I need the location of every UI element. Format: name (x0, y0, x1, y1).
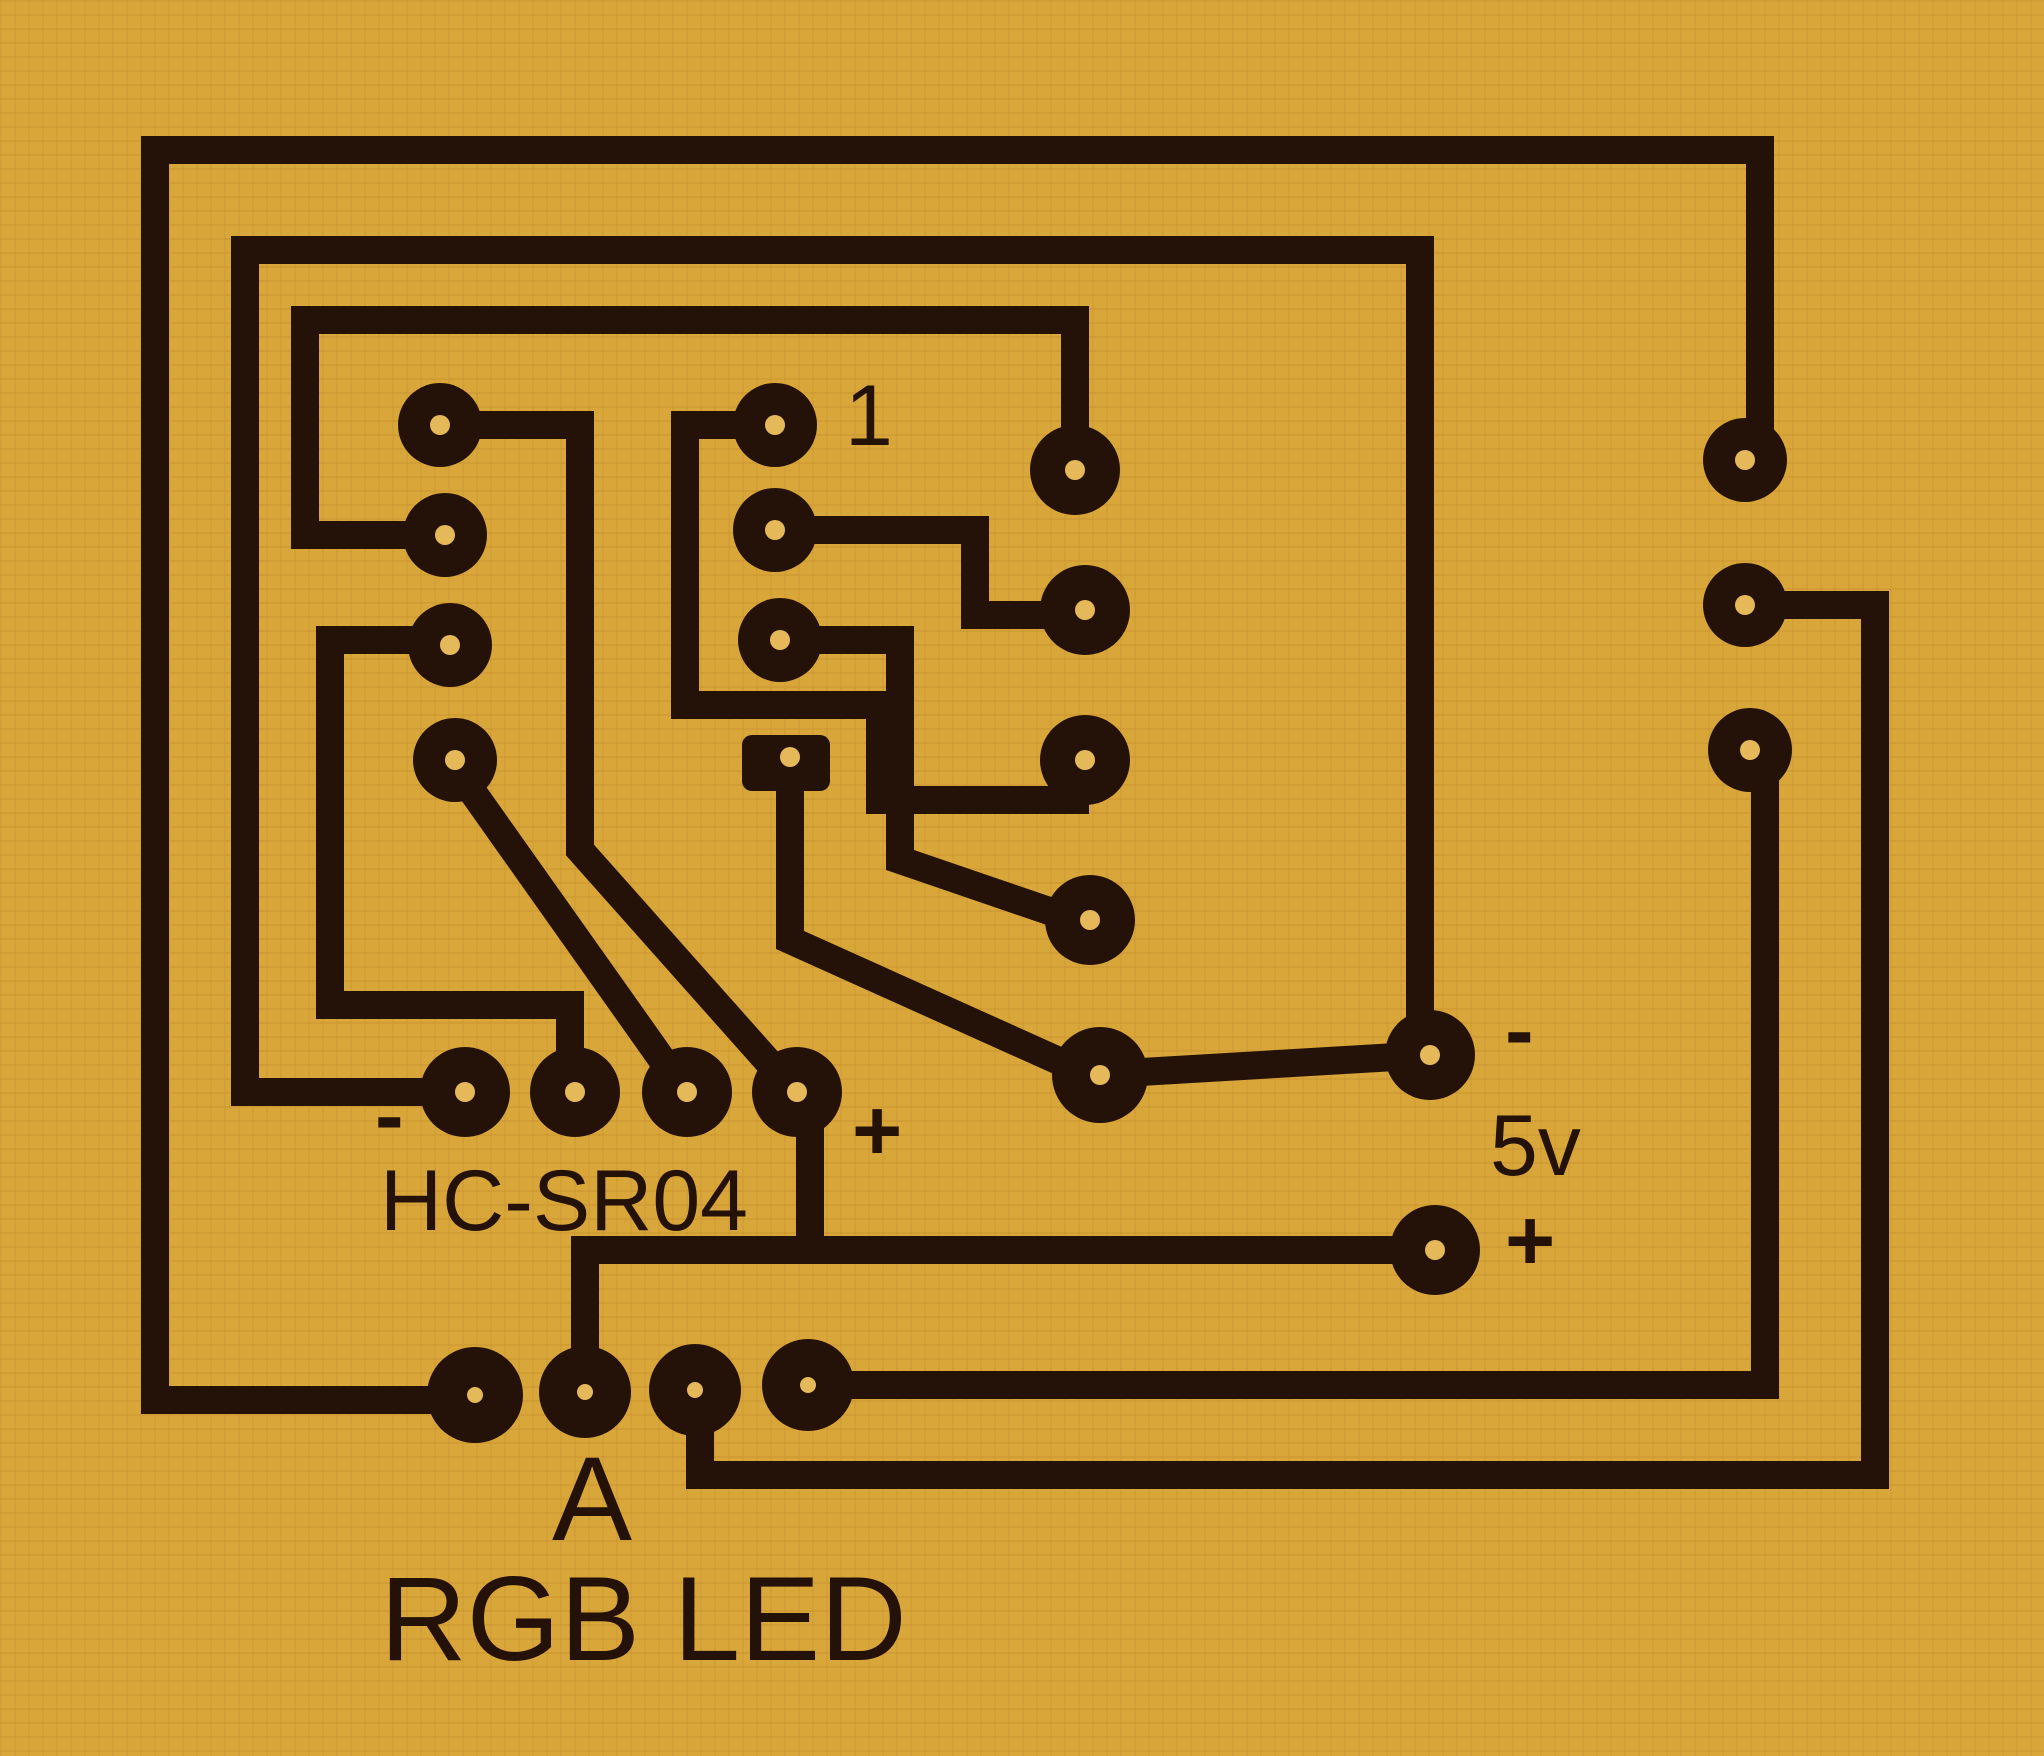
pad (398, 383, 482, 467)
pad (752, 1047, 842, 1137)
trace-vcc-diagonal (431, 411, 815, 1112)
trace-led-blue (786, 736, 1779, 1399)
pads-left-column (398, 383, 497, 802)
led-label: RGB LED (380, 1552, 907, 1686)
trace-ic-pin3 (761, 626, 1108, 943)
trace-echo (316, 626, 584, 1106)
pad (1030, 425, 1120, 515)
pad (1040, 715, 1130, 805)
pad-pin-1 (733, 383, 817, 467)
traces (141, 136, 1889, 1489)
sensor-plus-label: + (852, 1083, 902, 1179)
pad (1703, 563, 1787, 647)
supply-minus-label: - (1505, 983, 1534, 1079)
supply-plus-label: + (1505, 1193, 1555, 1289)
pad (403, 493, 487, 577)
pads-ic-right (1030, 425, 1135, 965)
trace-ic-pin4 (776, 746, 1445, 1090)
pads-hc-sr04 (420, 1047, 842, 1137)
pad-supply-minus (1385, 1010, 1475, 1100)
trace-outer-loop (141, 136, 1774, 1414)
pin-one-label: 1 (845, 368, 893, 464)
pad-supply-plus (1390, 1205, 1480, 1295)
led-common-label: A (552, 1432, 632, 1566)
pad (733, 488, 817, 572)
pad (1708, 708, 1792, 792)
pad (1052, 1027, 1148, 1123)
pads-rgb-led (427, 1339, 854, 1443)
trace-third-loop (291, 306, 1089, 549)
pad (530, 1047, 620, 1137)
trace-second-loop (231, 236, 1434, 1106)
supply-voltage-label: 5v (1490, 1098, 1581, 1194)
pad (420, 1047, 510, 1137)
sensor-minus-label: - (375, 1068, 404, 1164)
trace-led-green (686, 591, 1889, 1489)
pad (738, 598, 822, 682)
sensor-label: HC-SR04 (380, 1153, 748, 1249)
pad (1045, 875, 1135, 965)
pad-led-anode (539, 1346, 631, 1438)
pads-supply (1052, 1010, 1480, 1295)
pad (427, 1347, 523, 1443)
trace-trig (430, 740, 705, 1112)
pad (742, 735, 830, 791)
pad (413, 718, 497, 802)
pads-ic-left (733, 383, 830, 791)
pad (762, 1339, 854, 1431)
pads-right-header (1703, 418, 1792, 792)
pad (642, 1047, 732, 1137)
pad (1040, 565, 1130, 655)
pad (649, 1344, 741, 1436)
pad (1703, 418, 1787, 502)
pad (408, 603, 492, 687)
